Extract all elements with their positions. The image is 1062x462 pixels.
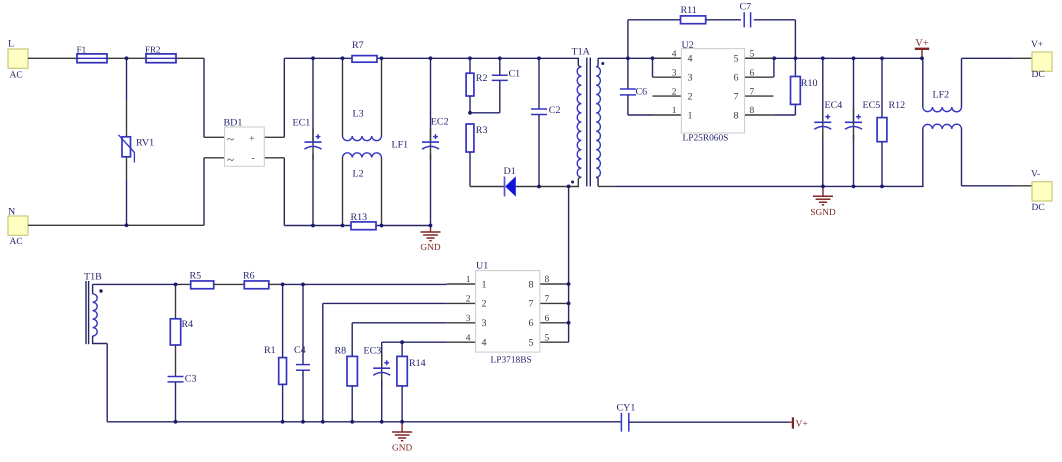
svg-text:R11: R11 (681, 5, 697, 16)
svg-text:5: 5 (750, 50, 755, 60)
svg-text:C2: C2 (549, 105, 561, 116)
svg-text:3: 3 (482, 318, 487, 329)
svg-text:R5: R5 (190, 271, 202, 282)
svg-text:8: 8 (545, 275, 550, 285)
svg-text:L2: L2 (353, 169, 364, 180)
svg-text:U2: U2 (682, 40, 694, 51)
svg-text:4: 4 (672, 50, 677, 60)
svg-text:R2: R2 (476, 73, 488, 84)
svg-text:+: + (249, 133, 255, 144)
svg-text:R1: R1 (264, 345, 276, 356)
svg-text:F1: F1 (77, 44, 87, 54)
svg-text:EC4: EC4 (825, 100, 843, 111)
svg-text:EC2: EC2 (431, 117, 449, 128)
svg-text:EC3: EC3 (364, 346, 382, 357)
svg-text:C1: C1 (509, 69, 521, 80)
svg-text:R4: R4 (182, 319, 194, 330)
svg-text:SGND: SGND (810, 208, 836, 218)
svg-text:N: N (8, 207, 15, 218)
svg-text:2: 2 (482, 299, 487, 310)
svg-text:2: 2 (688, 91, 693, 102)
svg-text:FR2: FR2 (145, 44, 161, 54)
svg-text:V+: V+ (796, 419, 808, 429)
svg-text:U1: U1 (476, 260, 488, 271)
svg-text:6: 6 (545, 314, 550, 324)
svg-text:AC: AC (10, 71, 23, 81)
svg-text:BD1: BD1 (224, 117, 243, 128)
svg-text:V+: V+ (915, 38, 929, 49)
svg-text:7: 7 (734, 91, 739, 102)
svg-text:T1A: T1A (572, 46, 591, 57)
svg-text:R7: R7 (352, 40, 364, 51)
svg-text:EC5: EC5 (863, 100, 881, 111)
svg-text:L3: L3 (353, 109, 364, 120)
svg-text:3: 3 (672, 68, 677, 78)
svg-text:C7: C7 (740, 2, 752, 13)
svg-text:5: 5 (545, 333, 550, 343)
svg-text:LF1: LF1 (392, 140, 409, 151)
svg-text:V-: V- (1031, 169, 1040, 179)
svg-text:2: 2 (672, 87, 677, 97)
svg-text:DC: DC (1032, 70, 1045, 80)
svg-text:R10: R10 (801, 78, 818, 89)
svg-text:1: 1 (688, 110, 693, 121)
svg-text:2: 2 (466, 295, 471, 305)
svg-text:EC1: EC1 (293, 117, 311, 128)
svg-text:V+: V+ (1031, 40, 1043, 50)
svg-text:LP25R060S: LP25R060S (683, 134, 729, 144)
svg-text:LF2: LF2 (933, 90, 950, 101)
svg-text:T1B: T1B (84, 272, 102, 283)
svg-text:L: L (8, 39, 14, 50)
svg-text:RV1: RV1 (136, 137, 154, 148)
svg-text:D1: D1 (504, 166, 516, 177)
svg-text:GND: GND (420, 243, 440, 253)
svg-text:6: 6 (529, 318, 534, 329)
svg-text:~: ~ (227, 132, 234, 147)
svg-text:CY1: CY1 (617, 402, 636, 413)
svg-text:AC: AC (10, 237, 23, 247)
svg-text:4: 4 (466, 333, 471, 343)
svg-text:7: 7 (529, 299, 534, 310)
svg-text:C3: C3 (185, 374, 197, 385)
svg-text:4: 4 (482, 338, 487, 349)
svg-text:LP3718BS: LP3718BS (491, 356, 532, 366)
svg-text:6: 6 (734, 73, 739, 84)
svg-text:1: 1 (466, 275, 471, 285)
svg-text:C4: C4 (294, 345, 306, 356)
svg-text:C6: C6 (636, 87, 648, 98)
svg-text:8: 8 (529, 279, 534, 290)
svg-text:R14: R14 (409, 358, 426, 369)
svg-text:3: 3 (688, 73, 693, 84)
svg-text:5: 5 (734, 54, 739, 65)
svg-text:1: 1 (482, 279, 487, 290)
svg-text:5: 5 (529, 338, 534, 349)
svg-text:1: 1 (672, 106, 677, 116)
svg-text:7: 7 (545, 295, 550, 305)
svg-text:8: 8 (750, 106, 755, 116)
svg-text:GND: GND (392, 444, 412, 454)
svg-text:R8: R8 (335, 346, 347, 357)
svg-text:3: 3 (466, 314, 471, 324)
svg-text:~: ~ (227, 152, 234, 167)
svg-text:4: 4 (688, 54, 693, 65)
svg-text:R6: R6 (243, 271, 255, 282)
svg-text:-: - (252, 153, 255, 164)
svg-text:R13: R13 (351, 212, 368, 223)
svg-text:DC: DC (1032, 203, 1045, 213)
svg-text:R3: R3 (476, 125, 488, 136)
svg-text:R12: R12 (889, 100, 906, 111)
svg-text:6: 6 (750, 68, 755, 78)
svg-text:8: 8 (734, 110, 739, 121)
svg-text:7: 7 (750, 87, 755, 97)
